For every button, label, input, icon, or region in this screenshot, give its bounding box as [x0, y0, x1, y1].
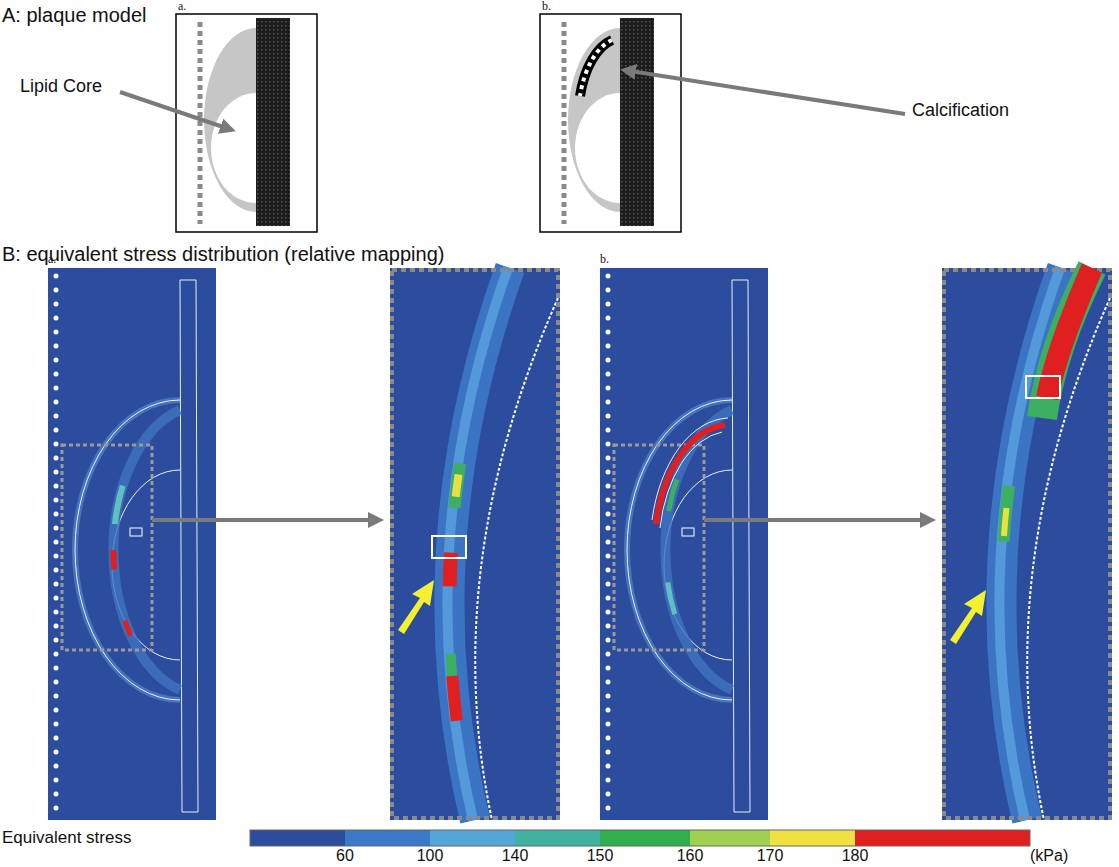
stress-zoom-a [390, 268, 560, 820]
scale-tick: 170 [757, 847, 784, 865]
calcification [580, 40, 612, 96]
stress-peak [113, 410, 180, 690]
zoom-arrow [704, 518, 932, 522]
panel-heading: B: equivalent stress distribution (relat… [2, 243, 444, 266]
stress-band [113, 410, 180, 690]
leader-arrow [120, 92, 232, 130]
colour-bar [250, 830, 1030, 846]
scale-title: Equivalent stress [2, 828, 131, 848]
panel-letter: a. [48, 253, 56, 267]
zoom-arrow [152, 518, 380, 522]
part-name: Lipid Core [20, 76, 102, 97]
leader-arrow [624, 70, 905, 114]
scale-tick: 180 [842, 847, 869, 865]
part-name: Calcification [912, 100, 1009, 121]
calcification-checker [580, 40, 612, 96]
panel-letter: b. [600, 253, 609, 267]
scale-tick: 140 [502, 847, 529, 865]
scale-tick: 60 [336, 847, 354, 865]
plaque-model-a [176, 14, 317, 232]
stress-map-a [48, 268, 216, 820]
stress-peak [113, 410, 180, 690]
panel-letter: a. [178, 0, 186, 14]
stress-map-b [600, 268, 768, 820]
stress-zoom-b [942, 268, 1112, 820]
plaque-model-b [540, 14, 681, 232]
panel-heading: A: plaque model [2, 4, 147, 27]
scale-tick: 160 [677, 847, 704, 865]
scale-tick: 150 [587, 847, 614, 865]
scale-tick: 100 [417, 847, 444, 865]
panel-letter: b. [542, 0, 551, 14]
scale-unit: (kPa) [1030, 847, 1068, 865]
